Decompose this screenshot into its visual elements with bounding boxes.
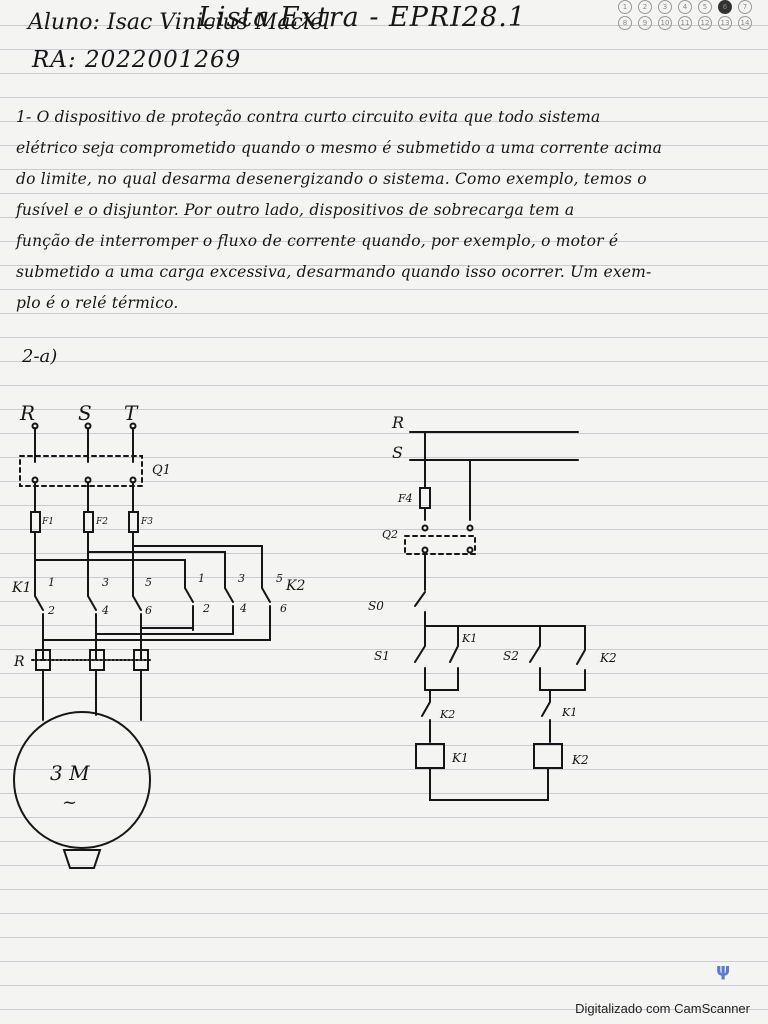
answer1-line-1: 1- O dispositivo de proteção contra curt…: [16, 108, 601, 126]
fuse-f4-label: F4: [397, 492, 413, 505]
start2-label: S2: [503, 649, 519, 663]
k2-contact-6: 6: [280, 602, 287, 615]
k2-contact-1: 1: [198, 572, 205, 585]
page-mark: 3: [658, 0, 672, 14]
relay-label: R: [13, 654, 25, 670]
page-mark: 1: [618, 0, 632, 14]
page-mark: 6: [718, 0, 732, 14]
page-mark: 4: [678, 0, 692, 14]
phase-t-label: T: [124, 401, 139, 425]
aux-k2-label: K2: [599, 651, 617, 665]
page-mark: 8: [618, 16, 632, 30]
k2-power-label: K2: [285, 578, 305, 594]
interlock-k1-label: K1: [561, 706, 577, 719]
answer1-line-4: fusível e o disjuntor. Por outro lado, d…: [16, 201, 575, 219]
answer1-line-2: elétrico seja comprometido quando o mesm…: [16, 139, 663, 157]
k2-contact-3: 3: [238, 572, 245, 585]
answer1-line-6: submetido a uma carga excessiva, desarma…: [16, 263, 652, 281]
k1-power-label: K1: [11, 580, 31, 596]
aux-k1-label: K1: [461, 632, 477, 645]
page-mark: 14: [738, 16, 752, 30]
interlock-k2-label: K2: [439, 708, 455, 721]
q2-label: Q2: [382, 528, 398, 541]
coil-k2-label: K2: [571, 753, 589, 767]
fuse-f2-label: F2: [95, 517, 108, 527]
control-line-s: S: [392, 443, 403, 462]
question2-label: 2-a): [22, 346, 58, 367]
motor-ac-symbol: ~: [62, 792, 77, 813]
motor-label: 3 M: [50, 761, 90, 785]
page-title: Lista Extra - EPRI28.1: [198, 2, 527, 33]
k1-contact-3: 3: [102, 576, 109, 589]
stop-button-label: S0: [368, 599, 384, 613]
k2-contact-2: 2: [202, 602, 210, 615]
phase-s-label: S: [78, 401, 92, 425]
pen-mark: ψ: [716, 960, 731, 981]
k1-contact-1: 1: [48, 576, 55, 589]
answer1-line-5: função de interromper o fluxo de corrent…: [16, 232, 619, 250]
control-line-r: R: [391, 413, 404, 432]
q1-label: Q1: [152, 463, 171, 478]
k1-contact-6: 6: [145, 604, 152, 617]
page-mark: 10: [658, 16, 672, 30]
page-mark: 5: [698, 0, 712, 14]
page-mark: 7: [738, 0, 752, 14]
page-mark: 9: [638, 16, 652, 30]
k1-contact-5: 5: [145, 576, 152, 589]
phase-r-label: R: [19, 401, 35, 425]
k2-contact-5: 5: [276, 572, 283, 585]
student-ra: RA: 2022001269: [32, 47, 242, 73]
answer1-line-7: plo é o relé térmico.: [16, 294, 179, 312]
page-mark: 13: [718, 16, 732, 30]
fuse-f1-label: F1: [41, 517, 54, 527]
k1-contact-2: 2: [47, 604, 55, 617]
page-mark: 2: [638, 0, 652, 14]
start1-label: S1: [374, 649, 390, 663]
page-mark: 12: [698, 16, 712, 30]
scanner-footer: Digitalizado com CamScanner: [575, 1001, 750, 1016]
k2-contact-4: 4: [239, 602, 247, 615]
page-mark: 11: [678, 16, 692, 30]
k1-contact-4: 4: [101, 604, 109, 617]
coil-k1-label: K1: [451, 751, 469, 765]
fuse-f3-label: F3: [140, 517, 153, 527]
student-name: Aluno: Isac Vinicius Maciel: [28, 10, 330, 35]
answer1-line-3: do limite, no qual desarma desenergizand…: [16, 170, 647, 188]
